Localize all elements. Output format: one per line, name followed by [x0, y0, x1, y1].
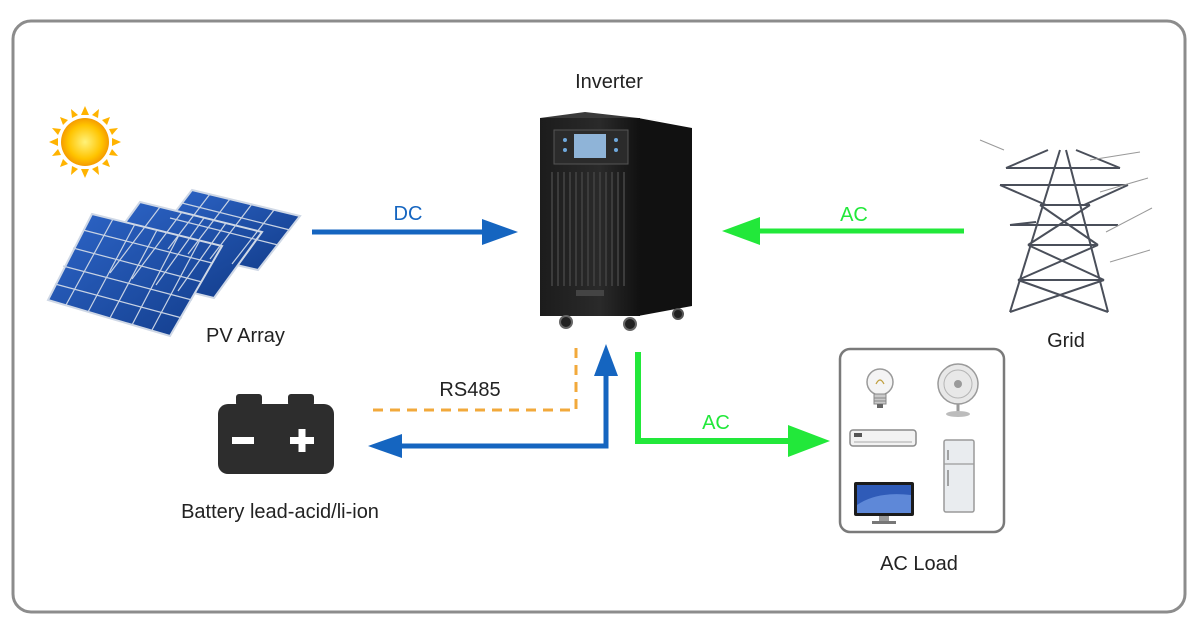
ac-load-label: AC Load	[880, 553, 958, 575]
grid-ac-arrow	[722, 217, 964, 245]
battery-icon	[218, 394, 334, 474]
rs485-line	[372, 348, 578, 412]
load-ac-label: AC	[702, 412, 730, 434]
solar-panel-icon	[46, 188, 302, 338]
grid-ac-label: AC	[840, 204, 868, 226]
inverter-label: Inverter	[575, 71, 643, 93]
refrigerator-icon	[943, 439, 975, 513]
pv-array-label: PV Array	[206, 325, 285, 347]
battery-dc-arrows	[368, 344, 618, 458]
inverter-cabinet-icon	[540, 112, 692, 331]
sun-icon	[49, 106, 121, 178]
rs485-label: RS485	[439, 379, 500, 401]
light-bulb-icon	[866, 368, 894, 408]
diagram-frame	[11, 19, 1187, 614]
monitor-icon	[854, 482, 914, 524]
power-tower-icon	[979, 139, 1153, 313]
dc-arrow	[312, 219, 518, 245]
load-ac-arrow	[635, 352, 830, 457]
fan-icon	[937, 363, 979, 417]
dc-label: DC	[394, 203, 423, 225]
grid-label: Grid	[1047, 330, 1085, 352]
battery-label: Battery lead-acid/li-ion	[181, 501, 379, 523]
air-conditioner-icon	[849, 429, 917, 447]
